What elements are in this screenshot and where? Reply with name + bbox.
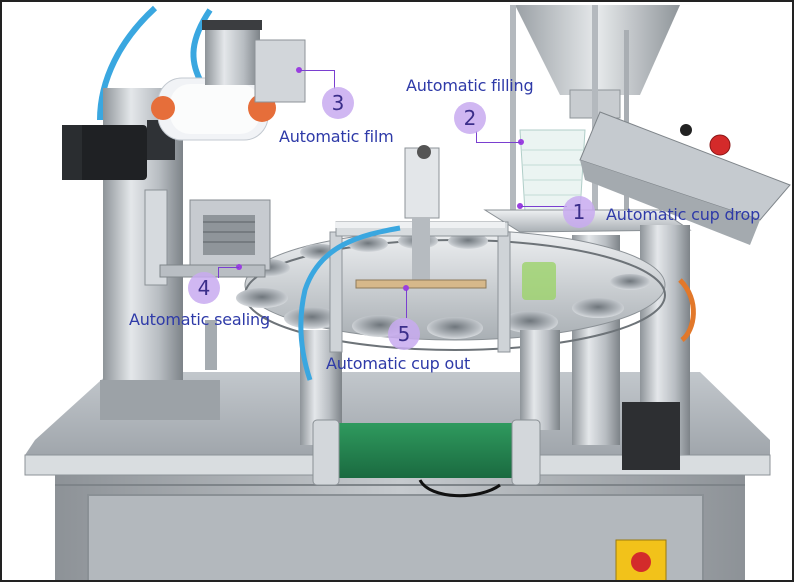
- left-column-inner: [144, 189, 168, 286]
- green-cup: [522, 262, 556, 300]
- turntable-pedestal-2: [520, 330, 560, 430]
- callout-dot-1: [517, 203, 523, 209]
- conveyor-cable: [418, 479, 501, 498]
- cup-out-rod: [412, 218, 430, 288]
- callout-badge-1: 1: [563, 196, 595, 228]
- callout-label-sealing: Automatic sealing: [129, 310, 270, 329]
- emergency-stop: [709, 134, 731, 156]
- sealing-shaft: [205, 320, 217, 370]
- pneumatic-tube-orange: [678, 278, 696, 342]
- control-box-face: [580, 160, 760, 245]
- callout-dot-2: [518, 139, 524, 145]
- left-base: [100, 380, 220, 420]
- callout-dot-3: [296, 67, 302, 73]
- pneumatic-tube-blue: [298, 225, 401, 381]
- cup-out-bar: [355, 279, 487, 289]
- guide-rod: [624, 30, 629, 210]
- motor-cap: [62, 125, 82, 180]
- control-button: [680, 124, 692, 136]
- cabinet-panel: [87, 494, 704, 582]
- cup-stack: [519, 129, 586, 213]
- callout-label-filling: Automatic filling: [406, 76, 534, 95]
- top-cylinder: [205, 20, 260, 85]
- sealing-spring: [203, 215, 255, 255]
- callout-badge-2: 2: [454, 102, 486, 134]
- callout-leader-4: [218, 267, 239, 278]
- callout-dot-4: [236, 264, 242, 270]
- callout-label-cup-out: Automatic cup out: [326, 354, 471, 373]
- main-switch: [631, 552, 651, 572]
- conveyor-belt: [330, 423, 520, 478]
- conveyor-side-left: [312, 419, 340, 486]
- center-frame-right: [497, 231, 511, 353]
- callout-leader-3: [300, 70, 335, 89]
- callout-badge-3: 3: [322, 87, 354, 119]
- callout-badge-4: 4: [188, 272, 220, 304]
- callout-leader-1: [521, 206, 567, 208]
- guide-rod: [592, 5, 598, 215]
- guide-rod: [510, 5, 516, 215]
- conveyor-side-right: [511, 419, 541, 486]
- column-base: [622, 402, 680, 470]
- callout-leader-5: [406, 290, 408, 318]
- cup-out-sensor: [417, 145, 431, 159]
- pneumatic-tube-blue: [190, 8, 213, 82]
- pneumatic-tube-blue: [97, 5, 158, 121]
- callout-label-film: Automatic film: [279, 127, 394, 146]
- film-roll-highlight: [170, 84, 260, 134]
- cup-out-mount: [404, 147, 440, 219]
- callout-leader-2: [476, 131, 521, 143]
- callout-label-cup-drop: Automatic cup drop: [606, 205, 761, 224]
- top-bracket: [202, 20, 262, 30]
- film-roll-cap-left: [151, 96, 175, 120]
- callout-badge-5: 5: [388, 318, 420, 350]
- callout-dot-5: [403, 285, 409, 291]
- motor: [62, 125, 147, 180]
